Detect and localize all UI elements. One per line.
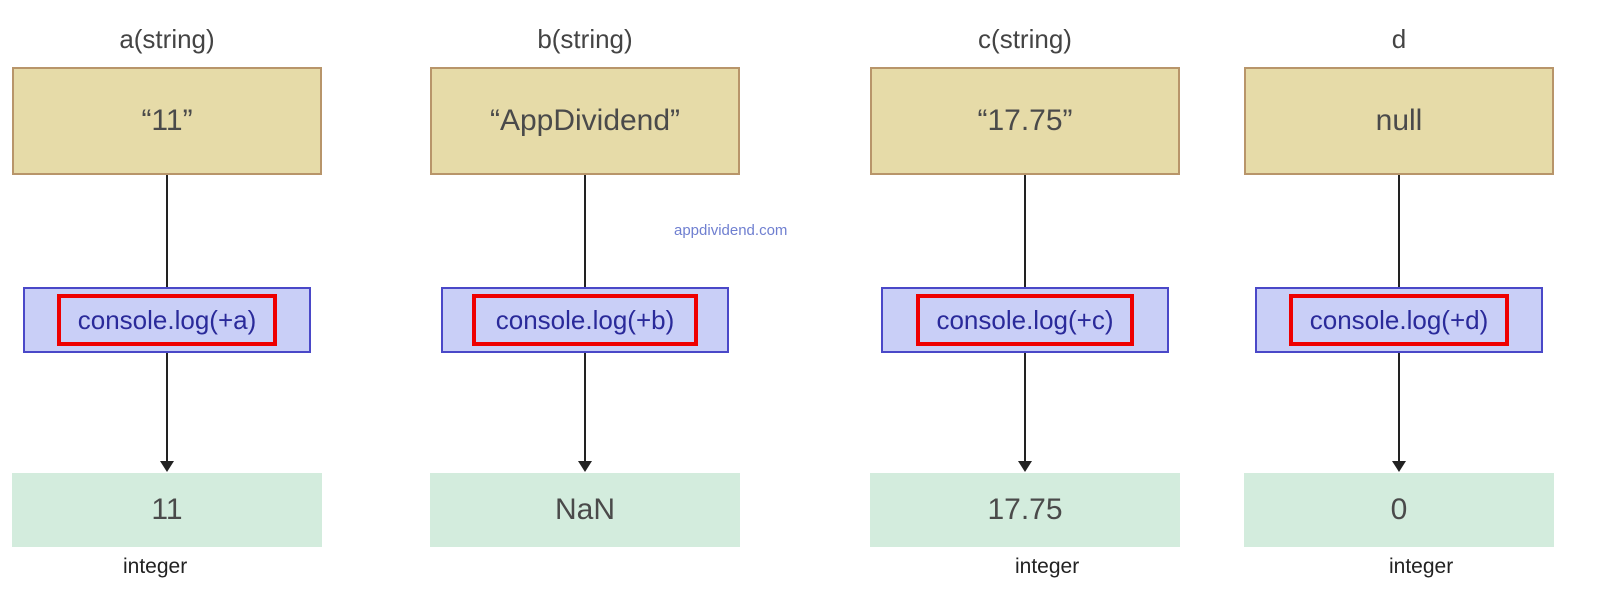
column-title: c(string) [978,24,1072,54]
connector-line [166,175,168,287]
arrow-line [166,353,168,463]
result-box: 11 [12,473,322,547]
arrow-line [1398,353,1400,463]
column-title: d [1391,24,1407,54]
type-label: integer [1015,555,1080,578]
type-label: integer [123,555,188,578]
result-box: 17.75 [870,473,1180,547]
column-title: b(string) [537,24,633,54]
code-highlight: console.log(+b) [472,294,698,346]
connector-line [1024,175,1026,287]
column-a: a(string) “11” console.log(+a) 11 intege… [12,0,322,607]
value-box: “11” [12,67,322,175]
arrow-line [584,353,586,463]
value-box: “AppDividend” [430,67,740,175]
column-c: c(string) “17.75” console.log(+c) 17.75 … [870,0,1180,607]
type-label: integer [1389,555,1454,578]
value-box: null [1244,67,1554,175]
console-log-box: console.log(+b) [441,287,729,353]
arrow-line [1024,353,1026,463]
result-box: 0 [1244,473,1554,547]
result-box: NaN [430,473,740,547]
code-highlight: console.log(+c) [916,294,1134,346]
console-log-box: console.log(+a) [23,287,311,353]
arrow-head-icon [160,461,174,472]
code-highlight: console.log(+a) [57,294,277,346]
column-title: a(string) [119,24,215,54]
column-d: d null console.log(+d) 0 integer [1244,0,1554,607]
column-b: b(string) “AppDividend” console.log(+b) … [430,0,740,607]
code-highlight: console.log(+d) [1289,294,1509,346]
arrow-head-icon [1392,461,1406,472]
watermark-text: appdividend.com [674,222,788,239]
value-box: “17.75” [870,67,1180,175]
arrow-head-icon [578,461,592,472]
connector-line [584,175,586,287]
console-log-box: console.log(+c) [881,287,1169,353]
connector-line [1398,175,1400,287]
console-log-box: console.log(+d) [1255,287,1543,353]
arrow-head-icon [1018,461,1032,472]
